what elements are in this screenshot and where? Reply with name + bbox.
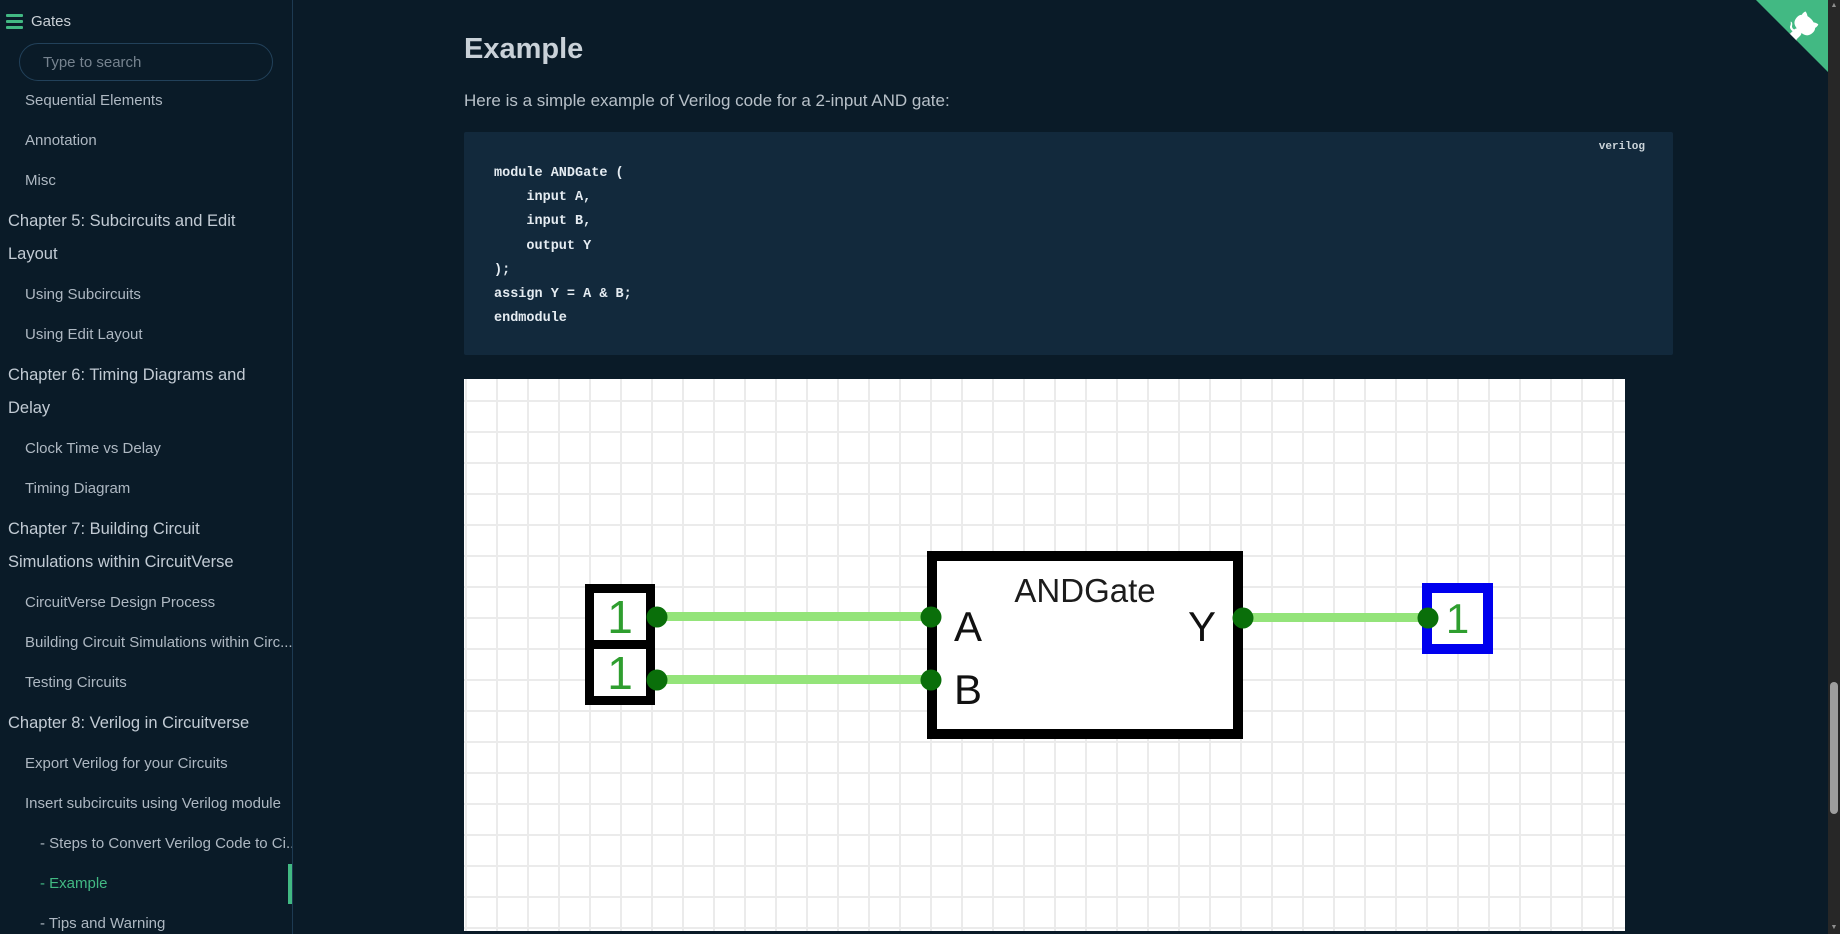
octocat-icon: [1756, 0, 1828, 72]
code-line: module ANDGate (: [494, 166, 624, 181]
code-block[interactable]: verilog module ANDGate ( input A, input …: [464, 132, 1673, 355]
code-line: input A,: [494, 190, 592, 206]
port-label-a: A: [954, 603, 983, 650]
search-input[interactable]: [19, 43, 273, 81]
sidebar-item[interactable]: Testing Circuits: [25, 674, 127, 691]
scroll-up-icon[interactable]: ▲: [1830, 2, 1838, 9]
scroll-down-icon[interactable]: ▼: [1830, 924, 1838, 931]
input-a-box[interactable]: 1: [585, 584, 655, 649]
sidebar-item[interactable]: Chapter 8: Verilog in Circuitverse: [8, 714, 250, 732]
code-line: input B,: [494, 214, 592, 230]
app-title[interactable]: Gates: [31, 13, 72, 30]
sidebar-header: Gates: [0, 0, 292, 30]
input-b-value: 1: [607, 646, 633, 699]
input-b-box[interactable]: 1: [585, 640, 655, 705]
output-value: 1: [1445, 594, 1470, 642]
node-dot[interactable]: [646, 606, 668, 628]
code-line: );: [494, 262, 511, 278]
wire-output-y[interactable]: [1243, 613, 1429, 622]
node-dot[interactable]: [1232, 607, 1254, 629]
article: Example Here is a simple example of Veri…: [464, 0, 1673, 931]
search-container: [0, 30, 292, 81]
gate-title: ANDGate: [1014, 572, 1156, 609]
verilog-code[interactable]: module ANDGate ( input A, input B, outpu…: [464, 132, 1673, 331]
wire-input-b[interactable]: [656, 675, 932, 684]
sidebar-item[interactable]: Chapter 7: Building Circuit Simulations …: [8, 520, 234, 571]
sidebar-item-active[interactable]: - Example: [0, 864, 292, 904]
sidebar-item[interactable]: Export Verilog for your Circuits: [25, 755, 228, 772]
scrollbar-thumb[interactable]: [1830, 682, 1838, 814]
node-dot[interactable]: [920, 669, 942, 691]
sidebar-item[interactable]: - Tips and Warning: [40, 915, 166, 932]
code-line: output Y: [494, 238, 592, 254]
port-label-y: Y: [1187, 603, 1216, 650]
sidebar-item[interactable]: Using Subcircuits: [25, 286, 141, 303]
sidebar-item[interactable]: Sequential Elements: [25, 92, 163, 109]
sidebar-item[interactable]: Clock Time vs Delay: [25, 440, 161, 457]
andgate-element[interactable]: ANDGate A B Y: [927, 551, 1243, 739]
scrollbar[interactable]: ▲ ▼: [1828, 0, 1840, 934]
sidebar-item[interactable]: Misc: [25, 172, 56, 189]
port-label-b: B: [954, 666, 983, 713]
intro-paragraph: Here is a simple example of Verilog code…: [464, 91, 950, 110]
main-content: Example Here is a simple example of Veri…: [293, 0, 1828, 931]
sidebar-item[interactable]: Timing Diagram: [25, 480, 131, 497]
node-dot[interactable]: [920, 606, 942, 628]
wire-input-a[interactable]: [656, 612, 932, 621]
page-title: Example: [464, 33, 584, 65]
code-line: endmodule: [494, 311, 567, 327]
sidebar: Gates Sequential ElementsAnnotationMiscC…: [0, 0, 293, 934]
code-line: assign Y = A & B;: [494, 287, 632, 303]
node-dot[interactable]: [1417, 607, 1439, 629]
sidebar-item[interactable]: Chapter 5: Subcircuits and Edit Layout: [8, 212, 236, 263]
input-a-value: 1: [607, 590, 633, 643]
sidebar-item[interactable]: - Steps to Convert Verilog Code to Ci...: [40, 835, 292, 852]
input-switch-stack: 1 1: [585, 584, 655, 705]
sidebar-item[interactable]: Annotation: [25, 132, 97, 149]
github-corner-link[interactable]: [1756, 0, 1828, 72]
sidebar-item[interactable]: Insert subcircuits using Verilog module: [25, 795, 281, 812]
code-language-label: verilog: [1598, 141, 1645, 153]
circuit-canvas[interactable]: 1 1 ANDGate A B Y 1: [464, 379, 1625, 931]
sidebar-item[interactable]: Chapter 6: Timing Diagrams and Delay: [8, 366, 246, 417]
sidebar-toggle-icon[interactable]: [6, 14, 23, 29]
node-dot[interactable]: [646, 669, 668, 691]
sidebar-item[interactable]: Using Edit Layout: [25, 326, 143, 343]
sidebar-item[interactable]: CircuitVerse Design Process: [25, 594, 216, 611]
sidebar-item[interactable]: Building Circuit Simulations within Circ…: [25, 634, 292, 651]
